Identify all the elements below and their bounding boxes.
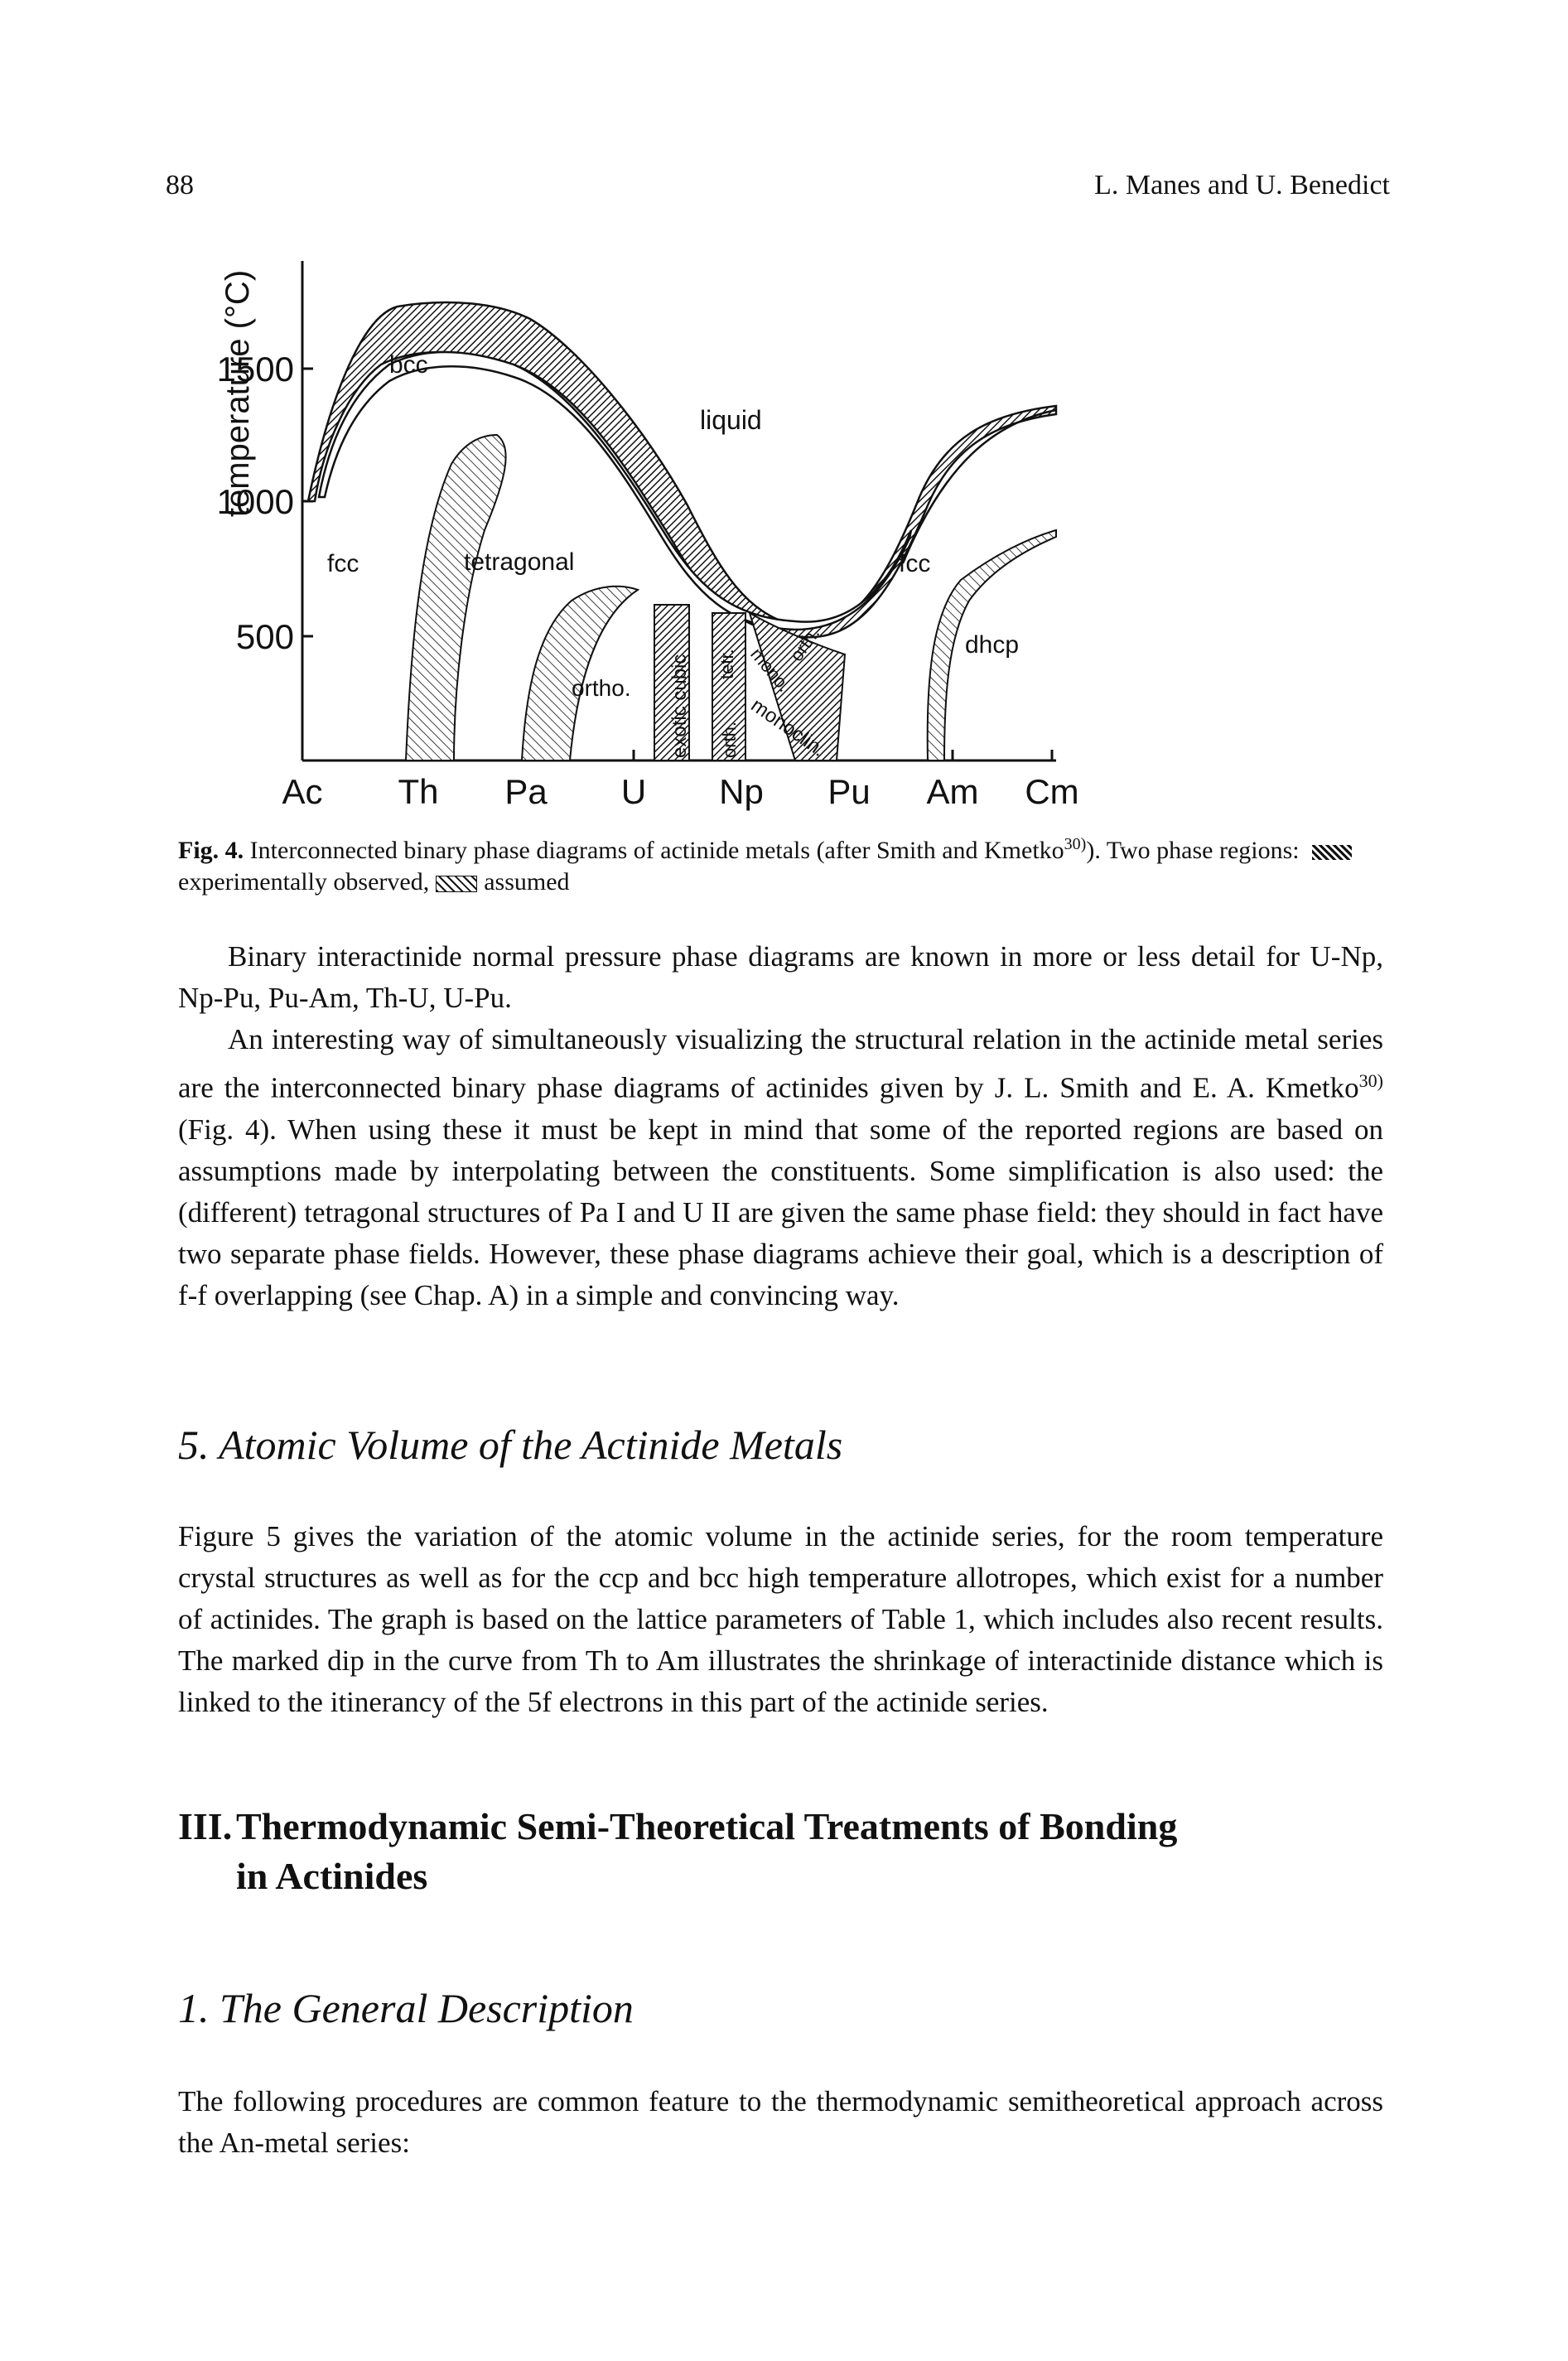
caption-observed: experimentally observed, [178, 868, 430, 896]
figure-caption: Fig. 4. Interconnected binary phase diag… [178, 828, 1383, 898]
phase-label-orth: orth. [719, 722, 740, 758]
x-tick-label: Cm [1025, 772, 1078, 811]
y-tick-label: 500 [236, 617, 294, 656]
x-tick-label: Pa [504, 772, 548, 811]
phase-label-exotic-cubic: exotic cubic [668, 654, 691, 758]
caption-ref: 30) [1064, 835, 1087, 853]
phase-label-tetragonal: tetragonal [464, 548, 574, 576]
subsection-heading-1: 1. The General Description [178, 1985, 634, 2031]
x-tick-label: Am [927, 772, 979, 811]
np-pu-band [748, 611, 847, 761]
body-block-3: The following procedures are common feat… [178, 2081, 1383, 2164]
section-heading-III: III.Thermodynamic Semi-Theoretical Treat… [178, 1805, 1178, 1897]
observed-swatch [1312, 845, 1353, 861]
caption-assumed: assumed [484, 868, 570, 896]
section-heading-5: 5. Atomic Volume of the Actinide Metals [178, 1422, 843, 1468]
paragraph: The following procedures are common feat… [178, 2085, 1383, 2159]
y-axis-label: temperature (°C) [220, 270, 256, 517]
phase-label-tetr: tetr. [716, 649, 737, 679]
th-pa-band [404, 433, 507, 761]
caption-text: Interconnected binary phase diagrams of … [244, 837, 1064, 864]
x-tick-label: Th [398, 772, 438, 811]
am-band [926, 529, 1057, 761]
phase-label-fcc-left: fcc [327, 550, 359, 577]
phase-label-fcc-right: fcc [899, 550, 930, 577]
paragraph: Figure 5 gives the variation of the atom… [178, 1520, 1383, 1718]
pa-u-band [520, 585, 640, 761]
phase-label-ortho: ortho. [572, 675, 631, 701]
y-tick-label: 1500 [217, 350, 294, 389]
x-tick-label: Pu [827, 772, 870, 811]
paragraph: Binary interactinide normal pressure pha… [178, 940, 1383, 1014]
assumed-swatch [436, 876, 478, 893]
np-band [712, 612, 746, 761]
phase-diagram-figure: temperature (°C) 1500 1000 500 Ac Th Pa … [217, 261, 1079, 811]
x-tick-label: Np [719, 772, 764, 811]
phase-label-dhcp: dhcp [965, 631, 1019, 659]
u-np-band [654, 604, 690, 761]
paragraph: An interesting way of simultaneously vis… [178, 1023, 1383, 1311]
phase-label-liquid: liquid [700, 405, 762, 435]
x-tick-label: U [621, 772, 646, 811]
bcc-liquid-band [306, 301, 1058, 639]
y-tick-label: 1000 [217, 482, 294, 521]
running-head: L. Manes and U. Benedict [1094, 170, 1390, 200]
phase-label-bcc: bcc [389, 351, 428, 379]
caption-label: Fig. 4. [178, 837, 244, 864]
body-block-2: Figure 5 gives the variation of the atom… [178, 1516, 1383, 1723]
body-block-1: Binary interactinide normal pressure pha… [178, 936, 1383, 1316]
x-tick-label: Ac [282, 772, 322, 811]
page-number: 88 [166, 170, 194, 200]
caption-text-2: ). Two phase regions: [1086, 837, 1306, 864]
